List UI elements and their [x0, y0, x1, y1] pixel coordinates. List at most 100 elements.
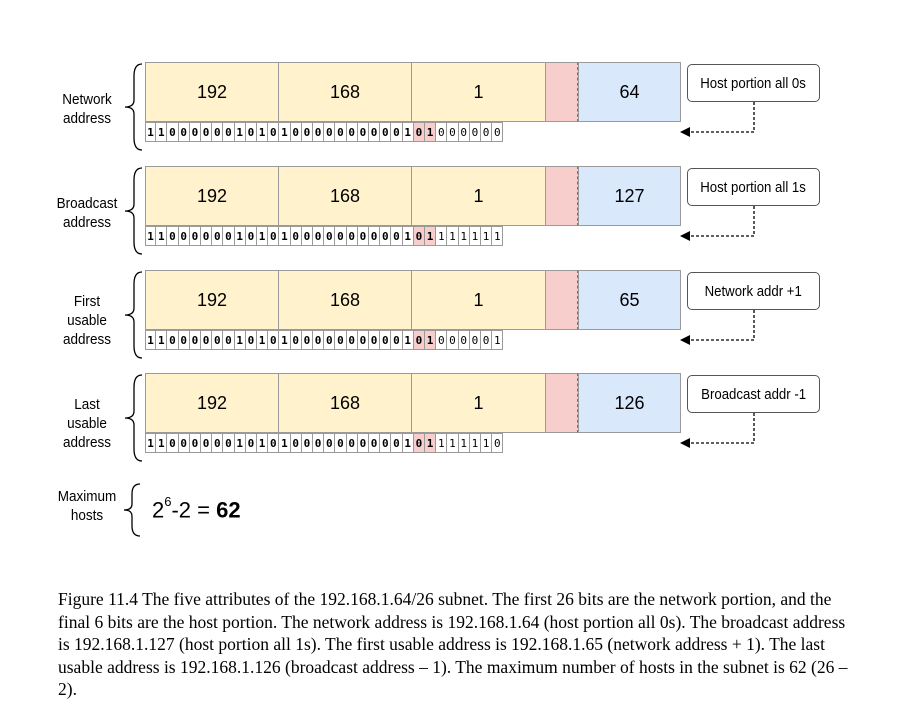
octet-2: 168	[278, 62, 411, 122]
bit: 0	[212, 433, 224, 453]
bit: 0	[189, 433, 201, 453]
bit: 0	[346, 122, 358, 142]
bit: 1	[145, 433, 157, 453]
subnet-bits-segment	[545, 62, 578, 122]
bit: 0	[391, 122, 403, 142]
figure-caption: Figure 11.4 The five attributes of the 1…	[58, 589, 848, 699]
bit: 0	[324, 122, 336, 142]
bit: 0	[357, 433, 369, 453]
row-label: Network address	[62, 91, 112, 127]
row-brace	[124, 271, 143, 359]
bit: 1	[145, 330, 157, 350]
bit: 0	[167, 330, 179, 350]
bit: 0	[492, 122, 504, 142]
octet-2: 168	[278, 270, 411, 330]
bit: 0	[369, 226, 381, 246]
bit: 1	[279, 122, 291, 142]
bit: 0	[189, 122, 201, 142]
bit: 1	[257, 433, 269, 453]
bit: 0	[413, 433, 425, 453]
bit: 0	[369, 330, 381, 350]
bit: 0	[201, 330, 213, 350]
callout-box: Network addr +1	[687, 272, 820, 310]
bit: 1	[145, 122, 157, 142]
bit: 0	[268, 122, 280, 142]
bit: 1	[156, 226, 168, 246]
formula-exponent: 6	[164, 494, 172, 509]
callout-text: Host portion all 0s	[700, 74, 807, 92]
bit: 1	[492, 330, 504, 350]
row-brace	[124, 374, 143, 462]
bit: 1	[257, 226, 269, 246]
bit: 1	[425, 433, 437, 453]
max-hosts-formula: 26-2 = 62	[152, 494, 241, 523]
bit: 0	[223, 122, 235, 142]
bit: 0	[245, 330, 257, 350]
octet-3: 1	[411, 62, 545, 122]
bit: 0	[167, 122, 179, 142]
formula-base: 2	[152, 497, 165, 523]
bit: 0	[324, 433, 336, 453]
octet-1: 192	[145, 270, 278, 330]
bit: 1	[436, 226, 448, 246]
row-label: Broadcast address	[56, 195, 118, 231]
pointer-arrow	[680, 206, 755, 241]
bit: 0	[178, 433, 190, 453]
bit: 0	[481, 330, 493, 350]
bit: 0	[380, 330, 392, 350]
octet-1: 192	[145, 373, 278, 433]
bit: 0	[313, 330, 325, 350]
bit: 0	[223, 330, 235, 350]
bit: 0	[290, 330, 302, 350]
bit: 1	[458, 226, 470, 246]
bit: 0	[178, 122, 190, 142]
row-brace	[124, 167, 143, 255]
octet-4-host: 126	[578, 373, 681, 433]
octet-2: 168	[278, 373, 411, 433]
bit: 0	[313, 122, 325, 142]
bit: 0	[301, 122, 313, 142]
octet-1: 192	[145, 166, 278, 226]
octet-2: 168	[278, 166, 411, 226]
bit: 0	[167, 433, 179, 453]
bit: 0	[413, 226, 425, 246]
bit: 0	[313, 433, 325, 453]
pointer-arrow	[680, 102, 755, 137]
bit: 0	[178, 330, 190, 350]
bit: 0	[369, 433, 381, 453]
bit: 1	[481, 226, 493, 246]
bit: 1	[257, 330, 269, 350]
bit: 1	[425, 122, 437, 142]
bit: 0	[335, 330, 347, 350]
bit: 1	[425, 330, 437, 350]
bit: 0	[223, 226, 235, 246]
formula-result: 62	[216, 497, 241, 523]
bit: 0	[335, 122, 347, 142]
bit: 0	[268, 330, 280, 350]
callout-box: Host portion all 0s	[687, 64, 820, 102]
bit: 0	[380, 226, 392, 246]
bit: 0	[346, 433, 358, 453]
subnet-bits-segment	[545, 373, 578, 433]
bit: 0	[178, 226, 190, 246]
bit: 0	[301, 226, 313, 246]
bit: 1	[425, 226, 437, 246]
bit: 1	[234, 122, 246, 142]
callout-box: Host portion all 1s	[687, 168, 820, 206]
bit: 0	[324, 330, 336, 350]
bit: 0	[290, 122, 302, 142]
bit: 0	[436, 122, 448, 142]
pointer-arrow	[680, 310, 755, 345]
octet-3: 1	[411, 166, 545, 226]
row-brace	[124, 63, 143, 151]
octet-3: 1	[411, 373, 545, 433]
bit: 0	[212, 226, 224, 246]
bit: 0	[301, 433, 313, 453]
bit: 1	[279, 330, 291, 350]
bit: 0	[167, 226, 179, 246]
bit: 0	[369, 122, 381, 142]
bit: 1	[458, 433, 470, 453]
bit: 0	[447, 122, 459, 142]
